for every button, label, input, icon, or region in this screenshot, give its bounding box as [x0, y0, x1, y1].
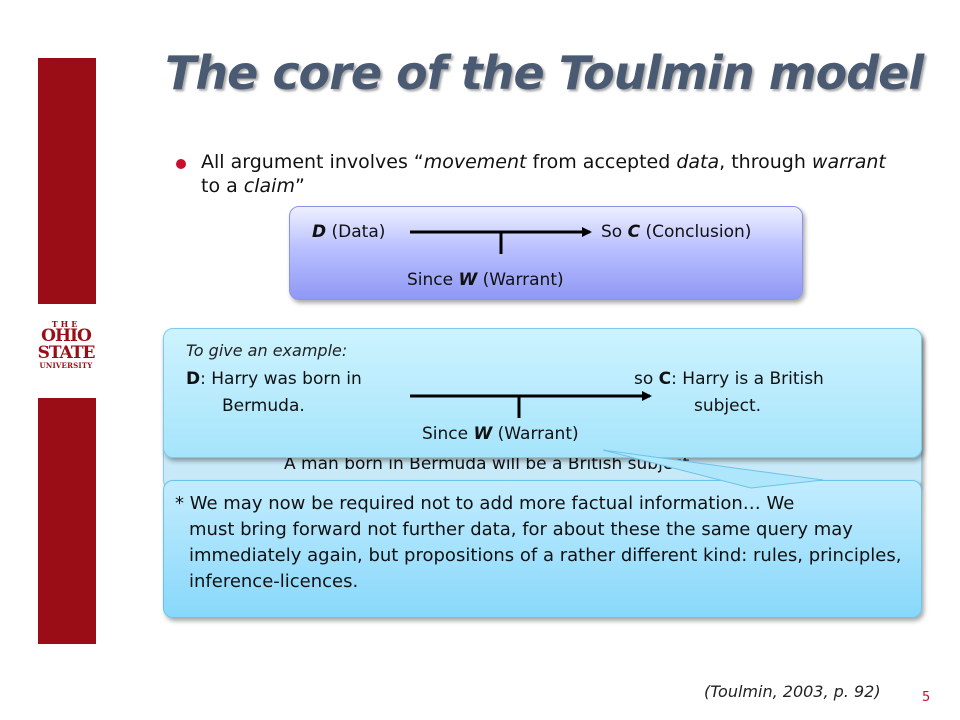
example-claim-line2: subject.: [694, 396, 762, 416]
example-claim-line1: so C: Harry is a British: [634, 369, 824, 389]
example-data-line1: D: Harry was born in: [186, 369, 362, 389]
example-heading: To give an example:: [186, 341, 348, 360]
quote-box: [163, 480, 922, 618]
ohio-state-logo: THE OHIO STATE UNIVERSITY: [37, 319, 96, 370]
example-data-line2: Bermuda.: [222, 396, 305, 416]
underlying-warrant-text: A man born in Bermuda will be a British …: [284, 454, 695, 474]
example-box: [163, 328, 922, 458]
model-data-label: D (Data): [312, 222, 386, 242]
callout-pointer: [602, 449, 824, 489]
bullet-dot-icon: [176, 159, 186, 169]
page-number: 5: [922, 690, 931, 705]
toulmin-quote: * We may now be required not to add more…: [175, 493, 902, 592]
left-red-bar-bottom: [38, 398, 96, 644]
citation: (Toulmin, 2003, p. 92): [704, 682, 881, 701]
slide-title: The core of the Toulmin model: [165, 46, 924, 100]
bullet-text: All argument involves “movement from acc…: [201, 151, 886, 197]
model-conclusion-label: So C (Conclusion): [601, 222, 752, 242]
model-arrow-icon: [410, 227, 592, 254]
model-box: [289, 206, 803, 300]
left-red-bar-top: [38, 58, 96, 304]
model-warrant-label: Since W (Warrant): [407, 270, 564, 290]
example-warrant-label: Since W (Warrant): [422, 424, 579, 444]
bullet-item: All argument involves “movement from acc…: [176, 150, 896, 198]
example-arrow-icon: [410, 391, 652, 418]
